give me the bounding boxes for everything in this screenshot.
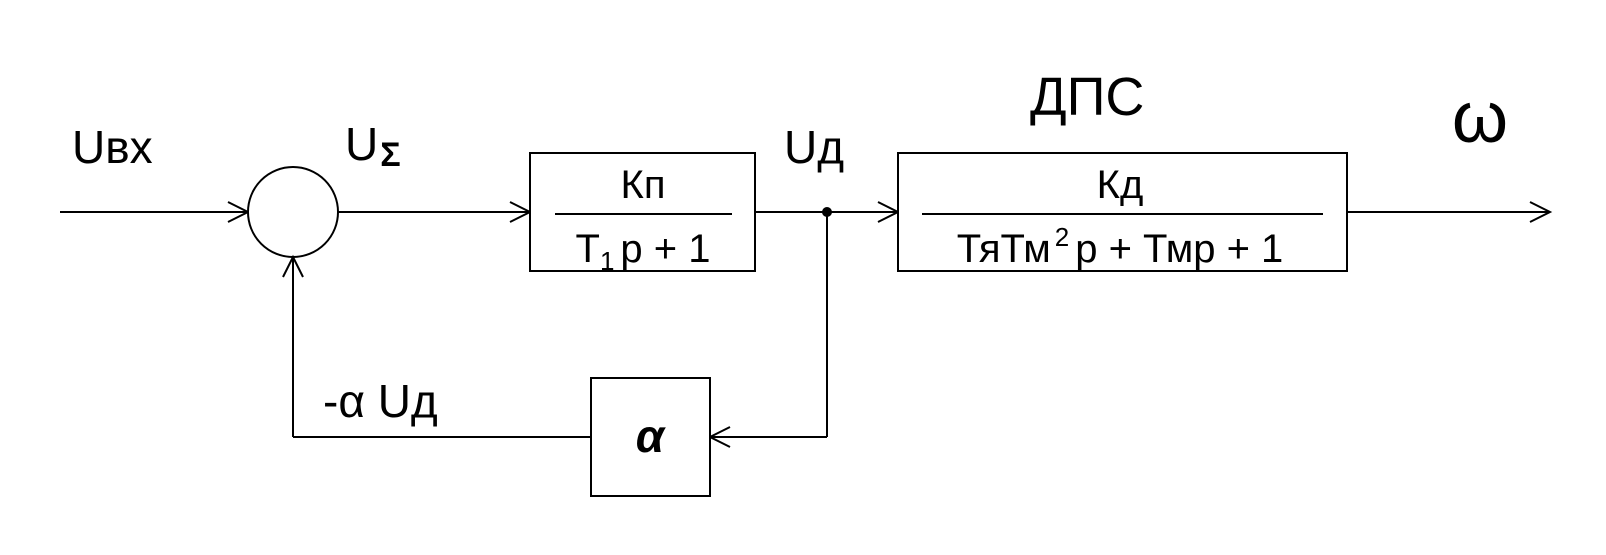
summing-junction (247, 166, 339, 258)
feedback-gain-label: α (636, 410, 667, 462)
converter-block (529, 152, 756, 272)
output-arrowhead (1529, 201, 1553, 223)
sum-signal-label: UΣ (345, 118, 401, 174)
converter-numerator: Кп (621, 163, 666, 207)
feedback-signal-label: -α Uд (323, 375, 438, 427)
feedback-gain-block (590, 377, 711, 497)
motor-title-label: ДПС (1030, 67, 1144, 127)
input-label: Uвх (72, 121, 153, 173)
output-label: ω (1452, 78, 1508, 158)
motor-numerator: Кд (1097, 163, 1144, 207)
feedback-rise-arrowhead (282, 254, 304, 278)
motor-voltage-label: Uд (784, 121, 844, 173)
